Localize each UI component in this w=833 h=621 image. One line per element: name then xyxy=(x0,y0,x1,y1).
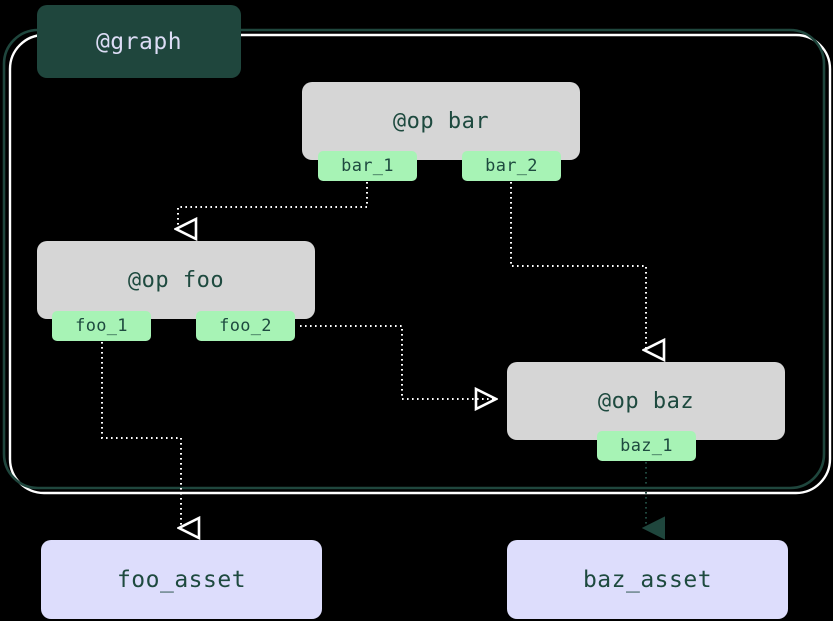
output-port-foo_2[interactable]: foo_2 xyxy=(196,311,295,341)
asset-node-baz_asset[interactable]: baz_asset xyxy=(507,540,788,619)
op-node-bar[interactable]: @op bar xyxy=(302,82,580,160)
graph-label-text: @graph xyxy=(95,28,183,55)
op-node-baz[interactable]: @op baz xyxy=(507,362,785,440)
output-port-bar_2-label: bar_2 xyxy=(485,156,538,176)
output-port-bar_1[interactable]: bar_1 xyxy=(318,151,417,181)
op-node-foo-label: @op foo xyxy=(127,267,225,293)
edge-foo_2-to-baz xyxy=(300,325,494,399)
output-port-bar_2[interactable]: bar_2 xyxy=(462,151,561,181)
asset-node-foo_asset-label: foo_asset xyxy=(116,566,247,593)
op-node-bar-label: @op bar xyxy=(392,108,490,134)
output-port-baz_1[interactable]: baz_1 xyxy=(597,431,696,461)
op-node-foo[interactable]: @op foo xyxy=(37,241,315,319)
graph-label-box[interactable]: @graph xyxy=(37,5,241,78)
output-port-foo_1[interactable]: foo_1 xyxy=(52,311,151,341)
output-port-foo_2-label: foo_2 xyxy=(219,316,272,336)
asset-node-baz_asset-label: baz_asset xyxy=(582,566,713,593)
asset-node-foo_asset[interactable]: foo_asset xyxy=(41,540,322,619)
output-port-foo_1-label: foo_1 xyxy=(75,316,128,336)
edge-bar_2-to-baz xyxy=(510,167,646,350)
edge-foo_1-to-foo_asset xyxy=(101,327,181,528)
op-node-baz-label: @op baz xyxy=(597,388,695,414)
output-port-baz_1-label: baz_1 xyxy=(620,436,673,456)
output-port-bar_1-label: bar_1 xyxy=(341,156,394,176)
